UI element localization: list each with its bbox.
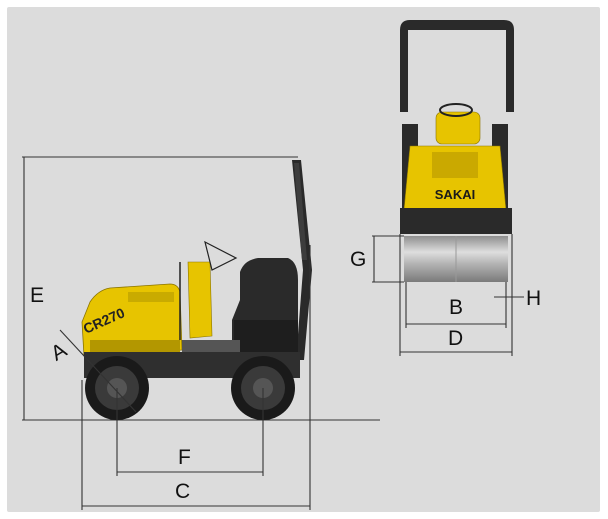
brand-logo-text: SAKAI (435, 187, 475, 202)
steering-column (187, 261, 213, 339)
label-b: B (449, 296, 463, 319)
label-f: F (178, 446, 191, 469)
seat-back (435, 111, 481, 145)
front-lower-frame (400, 208, 512, 234)
front-grille (432, 152, 478, 178)
label-c: C (175, 480, 190, 503)
steering-wheel (204, 240, 238, 271)
a-angle-line (59, 329, 137, 413)
front-steering-wheel (439, 103, 473, 117)
front-rops-frame (400, 20, 514, 112)
label-d: D (448, 327, 463, 350)
rear-frame (234, 320, 298, 358)
rops-highlight (294, 163, 307, 260)
label-a: A (47, 339, 71, 366)
front-view: SAKAI (372, 20, 524, 356)
label-g: G (350, 248, 366, 271)
label-e: E (30, 284, 44, 307)
side-view: CR270 (22, 156, 380, 510)
label-h: H (526, 287, 541, 310)
hood-vent (128, 292, 174, 302)
hood-base (90, 340, 180, 354)
logo-plate (420, 184, 490, 204)
